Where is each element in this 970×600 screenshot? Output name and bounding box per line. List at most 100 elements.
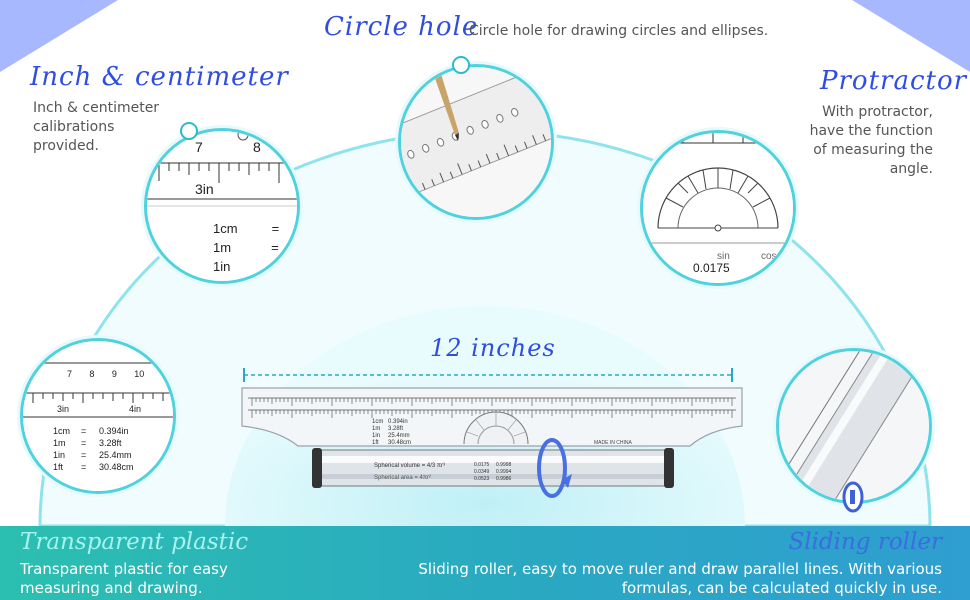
circle-hole-closeup-svg <box>401 67 551 217</box>
ruler-conversion-row: 1ft 30.48cm <box>372 440 411 447</box>
left-mark: 10 <box>134 369 145 379</box>
corner-decoration-right <box>852 0 970 72</box>
conv-value: 25.4mm <box>388 433 410 439</box>
rolling-ruler <box>241 387 743 488</box>
inch-mark-8: 8 <box>253 139 261 155</box>
trig-value: 0.9986 <box>496 476 512 482</box>
left-conversion-row: 1ft = 30.48cm <box>53 461 134 473</box>
sin-label: sin <box>717 251 730 262</box>
ruler-conversion-row: 1m 3.28ft <box>372 426 411 433</box>
bottom-banner <box>0 526 970 600</box>
left-inch-label-4: 4in <box>129 404 142 414</box>
inch-cm-desc-line: Inch & centimeter <box>33 100 160 116</box>
inch-mark-7: 7 <box>195 139 203 155</box>
trig-row: 0.0523 0.9986 <box>474 476 511 483</box>
left-conversions: 1cm = 0.394in 1m = 3.28ft 1in = 25.4mm 1ft = 30.… <box>53 425 134 473</box>
left-mark: 7 <box>67 369 73 379</box>
circle-hole-callout-dot <box>452 56 470 74</box>
protractor-closeup-svg <box>643 133 793 283</box>
conv-unit: 1cm <box>53 426 71 436</box>
conversion-unit: 1cm <box>213 221 238 236</box>
roller-rotate-icon <box>537 438 572 498</box>
left-conversion-row: 1in = 25.4mm <box>53 449 134 461</box>
protractor-desc-line: With protractor, <box>822 104 933 120</box>
ruler-conversion-row: 1cm 0.394in <box>372 419 411 426</box>
conv-value: 0.394in <box>388 419 408 425</box>
equals-sign: = <box>81 438 87 448</box>
inch-cm-description: Inch & centimeter calibrations provided. <box>33 99 159 156</box>
equals-sign: = <box>81 450 87 460</box>
transparent-description: Transparent plastic for easy measuring a… <box>20 560 228 598</box>
corner-decoration-left <box>0 0 118 72</box>
length-dimension-line <box>243 368 733 382</box>
conversion-row: 1m = <box>213 238 280 257</box>
equals-sign: = <box>271 240 279 255</box>
conv-unit: 1ft <box>53 462 64 472</box>
left-marks: 7 8 9 10 11 <box>67 369 171 379</box>
conversion-unit: 1in <box>213 259 231 274</box>
conv-value: 25.4mm <box>99 450 132 460</box>
cos-label: cos <box>761 251 777 262</box>
transparent-desc-line: Transparent plastic for easy <box>20 560 228 578</box>
conversion-unit: 1m <box>213 240 232 255</box>
sliding-title: Sliding roller <box>788 529 942 555</box>
trig-value: 0.9998 <box>496 462 512 468</box>
conv-value: 30.48cm <box>99 462 134 472</box>
length-title: 12 inches <box>430 334 556 362</box>
roller-closeup-svg <box>779 351 929 501</box>
equals-sign: = <box>81 426 87 436</box>
protractor-title: Protractor <box>820 66 968 96</box>
equals-sign: = <box>81 462 87 472</box>
sliding-desc-line: formulas, can be calculated quickly in u… <box>621 579 942 597</box>
circle-hole-description: Circle hole for drawing circles and elli… <box>469 23 769 39</box>
left-mark: 11 <box>161 369 171 379</box>
equals-sign: = <box>271 221 280 236</box>
protractor-desc-line: have the function <box>809 123 933 139</box>
rotate-icon <box>842 481 864 513</box>
left-conversion-row: 1m = 3.28ft <box>53 437 134 449</box>
conversion-row: 1cm = <box>213 219 280 238</box>
left-conversion-row: 1cm = 0.394in <box>53 425 134 437</box>
conv-value: 3.28ft <box>388 426 404 432</box>
circle-hole-title: Circle hole <box>324 12 479 42</box>
transparent-title: Transparent plastic <box>20 529 249 555</box>
inch-cm-closeup-circle: 7 8 3in 1cm= 1m= 1in= <box>144 128 300 284</box>
inch-cm-title: Inch & centimeter <box>30 62 289 92</box>
equals-sign: = <box>272 259 280 274</box>
inch-cm-callout-dot <box>180 122 198 140</box>
left-detail-closeup-svg <box>23 341 173 491</box>
conv-unit: 1m <box>372 426 381 432</box>
inch-cm-closeup-svg <box>147 131 297 281</box>
sin-value: 0.0175 <box>693 261 730 275</box>
spherical-area-formula: Spherical area = 4πr² <box>374 475 431 481</box>
circle-hole-closeup-circle <box>398 64 554 220</box>
conv-unit: 1cm <box>372 419 384 425</box>
conversion-row: 1in = <box>213 257 280 276</box>
trig-value: 0.0349 <box>474 469 490 475</box>
spherical-volume-formula: Spherical volume = 4/3 πr³ <box>374 463 446 469</box>
inch-cm-desc-line: provided. <box>33 138 99 154</box>
protractor-desc-line: angle. <box>889 161 933 177</box>
conv-unit: 1in <box>53 450 66 460</box>
trig-value: 0.0175 <box>474 462 490 468</box>
conv-value: 30.48cm <box>388 440 412 446</box>
transparent-desc-line: measuring and drawing. <box>20 579 203 597</box>
conv-unit: 1m <box>53 438 66 448</box>
sliding-desc-line: Sliding roller, easy to move ruler and d… <box>418 560 942 578</box>
protractor-closeup-circle: sin cos 0.0175 <box>640 130 796 286</box>
protractor-desc-line: of measuring the <box>813 142 933 158</box>
conv-unit: 1ft <box>372 440 379 446</box>
trig-value: 0.0523 <box>474 476 490 482</box>
conv-value: 3.28ft <box>99 438 122 448</box>
roller-closeup-circle <box>776 348 932 504</box>
left-mark: 8 <box>89 369 95 379</box>
inch-cm-desc-line: calibrations <box>33 119 115 135</box>
sliding-description: Sliding roller, easy to move ruler and d… <box>418 560 942 598</box>
conv-value: 0.394in <box>99 426 129 436</box>
trig-row: 0.0175 0.9998 <box>474 462 511 469</box>
left-mark: 9 <box>111 369 117 379</box>
